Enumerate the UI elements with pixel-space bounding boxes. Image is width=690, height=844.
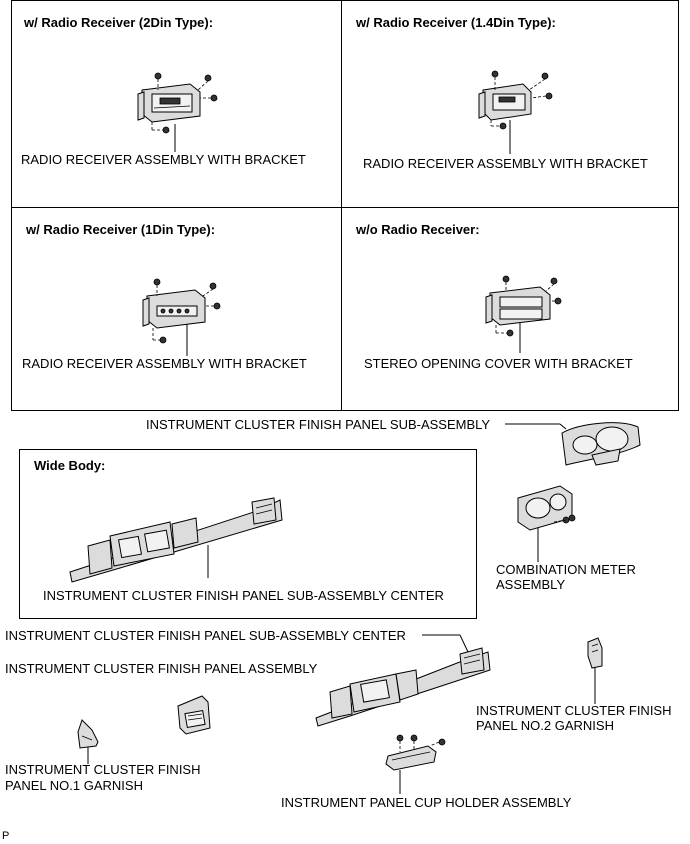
cluster-finish-panel-sub-label: INSTRUMENT CLUSTER FINISH PANEL SUB-ASSE… [146, 417, 491, 432]
cup-holder-illustration [385, 734, 446, 794]
cluster-finish-panel-illustration [505, 422, 641, 466]
wide-body-center-illustration [69, 497, 283, 583]
combination-meter-illustration [517, 485, 576, 562]
center-sub-illustration [315, 634, 491, 727]
combination-meter-label-1: COMBINATION METER [496, 562, 636, 577]
radio-2din-header: w/ Radio Receiver (2Din Type): [24, 15, 214, 30]
no-radio-panel [341, 207, 679, 411]
radio-14din-header: w/ Radio Receiver (1.4Din Type): [356, 15, 556, 30]
radio-2din-label: RADIO RECEIVER ASSEMBLY WITH BRACKET [21, 152, 306, 167]
garnish-2-label-1: INSTRUMENT CLUSTER FINISH [476, 703, 672, 718]
radio-1din-illustration [142, 278, 221, 356]
finish-panel-assembly-illustration [177, 695, 211, 735]
wide-body-center-label: INSTRUMENT CLUSTER FINISH PANEL SUB-ASSE… [43, 588, 444, 603]
center-sub-label: INSTRUMENT CLUSTER FINISH PANEL SUB-ASSE… [5, 628, 406, 643]
cup-holder-label: INSTRUMENT PANEL CUP HOLDER ASSEMBLY [281, 795, 572, 810]
no-radio-header: w/o Radio Receiver: [356, 222, 480, 237]
garnish-1-illustration [77, 719, 99, 764]
footer-code: P [2, 830, 10, 842]
wide-body-header: Wide Body: [34, 458, 106, 473]
radio-1din-header: w/ Radio Receiver (1Din Type): [26, 222, 216, 237]
garnish-2-label-2: PANEL NO.2 GARNISH [476, 718, 614, 733]
wide-body-box [19, 449, 477, 619]
radio-14din-label: RADIO RECEIVER ASSEMBLY WITH BRACKET [363, 156, 648, 171]
no-radio-label: STEREO OPENING COVER WITH BRACKET [364, 356, 633, 371]
radio-14din-illustration [478, 70, 553, 154]
stereo-cover-illustration [485, 275, 562, 353]
finish-panel-assembly-label: INSTRUMENT CLUSTER FINISH PANEL ASSEMBLY [5, 661, 318, 676]
garnish-1-label-1: INSTRUMENT CLUSTER FINISH [5, 762, 201, 777]
radio-2din-illustration [137, 72, 218, 152]
garnish-2-illustration [587, 637, 603, 704]
radio-1din-label: RADIO RECEIVER ASSEMBLY WITH BRACKET [22, 356, 307, 371]
garnish-1-label-2: PANEL NO.1 GARNISH [5, 778, 143, 793]
combination-meter-label-2: ASSEMBLY [496, 577, 566, 592]
